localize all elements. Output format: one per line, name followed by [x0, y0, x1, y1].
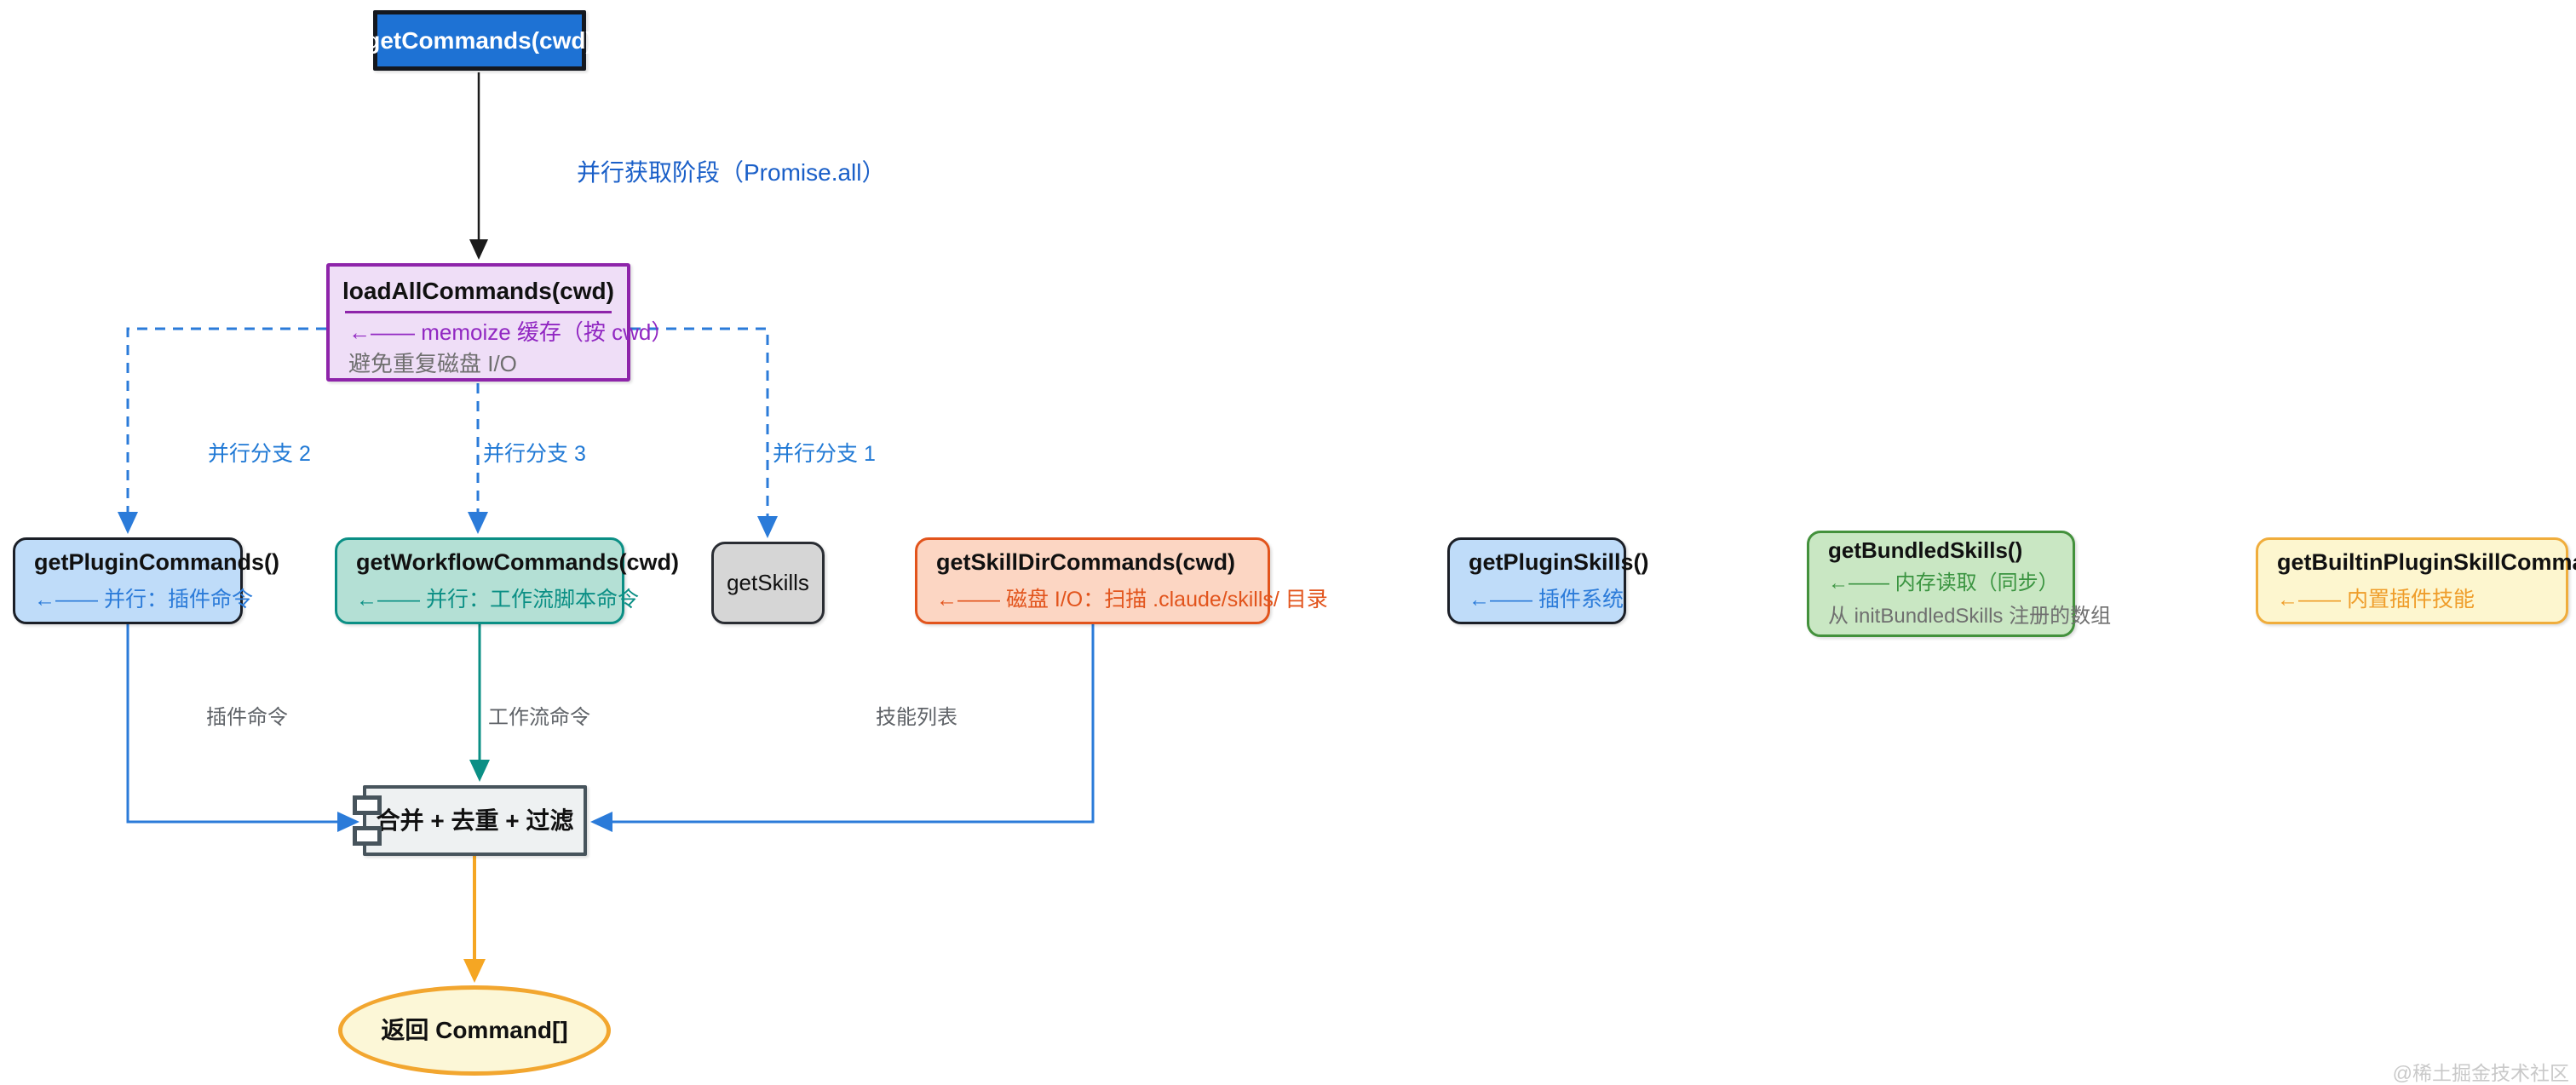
- subroutine-tab-bottom: [353, 826, 382, 846]
- edge-branch2-dashed: [118, 327, 326, 534]
- node-title: 返回 Command[]: [381, 1017, 568, 1044]
- node-subtitle: ←—— 磁盘 I/O：扫描 .claude/skills/ 目录: [936, 588, 1328, 612]
- edge-label-plugin-commands: 插件命令: [206, 706, 288, 729]
- node-note: 从 initBundledSkills 注册的数组: [1828, 605, 2112, 629]
- node-get-workflow-commands: getWorkflowCommands(cwd) ←—— 并行：工作流脚本命令: [335, 537, 680, 624]
- phase-label: 并行获取阶段（Promise.all）: [577, 159, 886, 186]
- edge-branch1-dashed: [630, 327, 778, 538]
- node-merge-dedupe-filter: 合并 + 去重 + 过滤: [353, 785, 587, 856]
- node-subtitle: ←—— memoize 缓存（按 cwd）: [348, 319, 674, 345]
- node-get-plugin-skills: getPluginSkills() ←—— 插件系统: [1447, 537, 1649, 624]
- divider: [345, 310, 612, 313]
- node-title: getBundledSkills(): [1828, 537, 2023, 564]
- node-title: getBuiltinPluginSkillCommands(): [2277, 548, 2576, 575]
- node-subtitle: ←—— 内置插件技能: [2277, 588, 2475, 612]
- node-return-command-array: 返回 Command[]: [338, 985, 611, 1076]
- branch2-label: 并行分支 2: [208, 442, 311, 466]
- node-title: getWorkflowCommands(cwd): [356, 548, 680, 575]
- node-get-bundled-skills: getBundledSkills() ←—— 内存读取（同步） 从 initBu…: [1807, 531, 2112, 637]
- node-title: getPluginSkills(): [1469, 548, 1649, 575]
- node-get-plugin-commands: getPluginCommands() ←—— 并行：插件命令: [13, 537, 279, 624]
- node-get-skills: getSkills: [711, 542, 825, 624]
- edge-label-workflow-commands: 工作流命令: [488, 706, 590, 729]
- node-title: 合并 + 去重 + 过滤: [376, 807, 574, 834]
- node-subtitle: ←—— 并行：工作流脚本命令: [356, 588, 639, 612]
- node-title: loadAllCommands(cwd): [342, 278, 614, 304]
- watermark: @稀土掘金技术社区: [2392, 1062, 2569, 1084]
- node-get-commands: getCommands(cwd): [365, 10, 594, 71]
- edge-plugincmds-to-merge: [126, 624, 359, 832]
- node-title: getSkills: [727, 569, 809, 595]
- node-load-all-commands: loadAllCommands(cwd) ←—— memoize 缓存（按 cw…: [326, 263, 674, 382]
- node-title: getSkillDirCommands(cwd): [936, 548, 1236, 575]
- node-subtitle: ←—— 内存读取（同步）: [1828, 571, 2059, 595]
- branch3-label: 并行分支 3: [483, 442, 586, 466]
- edge-skilldir-to-merge: [590, 624, 1095, 832]
- node-note: 避免重复磁盘 I/O: [348, 351, 517, 377]
- node-get-builtin-plugin-skill-commands: getBuiltinPluginSkillCommands() ←—— 内置插件…: [2256, 537, 2576, 624]
- node-title: getPluginCommands(): [34, 548, 279, 575]
- node-get-skill-dir-commands: getSkillDirCommands(cwd) ←—— 磁盘 I/O：扫描 .…: [915, 537, 1328, 624]
- node-subtitle: ←—— 并行：插件命令: [34, 588, 253, 612]
- edge-label-skill-list: 技能列表: [876, 706, 957, 729]
- node-title: getCommands(cwd): [365, 26, 594, 54]
- node-subtitle: ←—— 插件系统: [1469, 588, 1624, 612]
- branch1-label: 并行分支 1: [773, 442, 876, 466]
- subroutine-tab-top: [353, 795, 382, 815]
